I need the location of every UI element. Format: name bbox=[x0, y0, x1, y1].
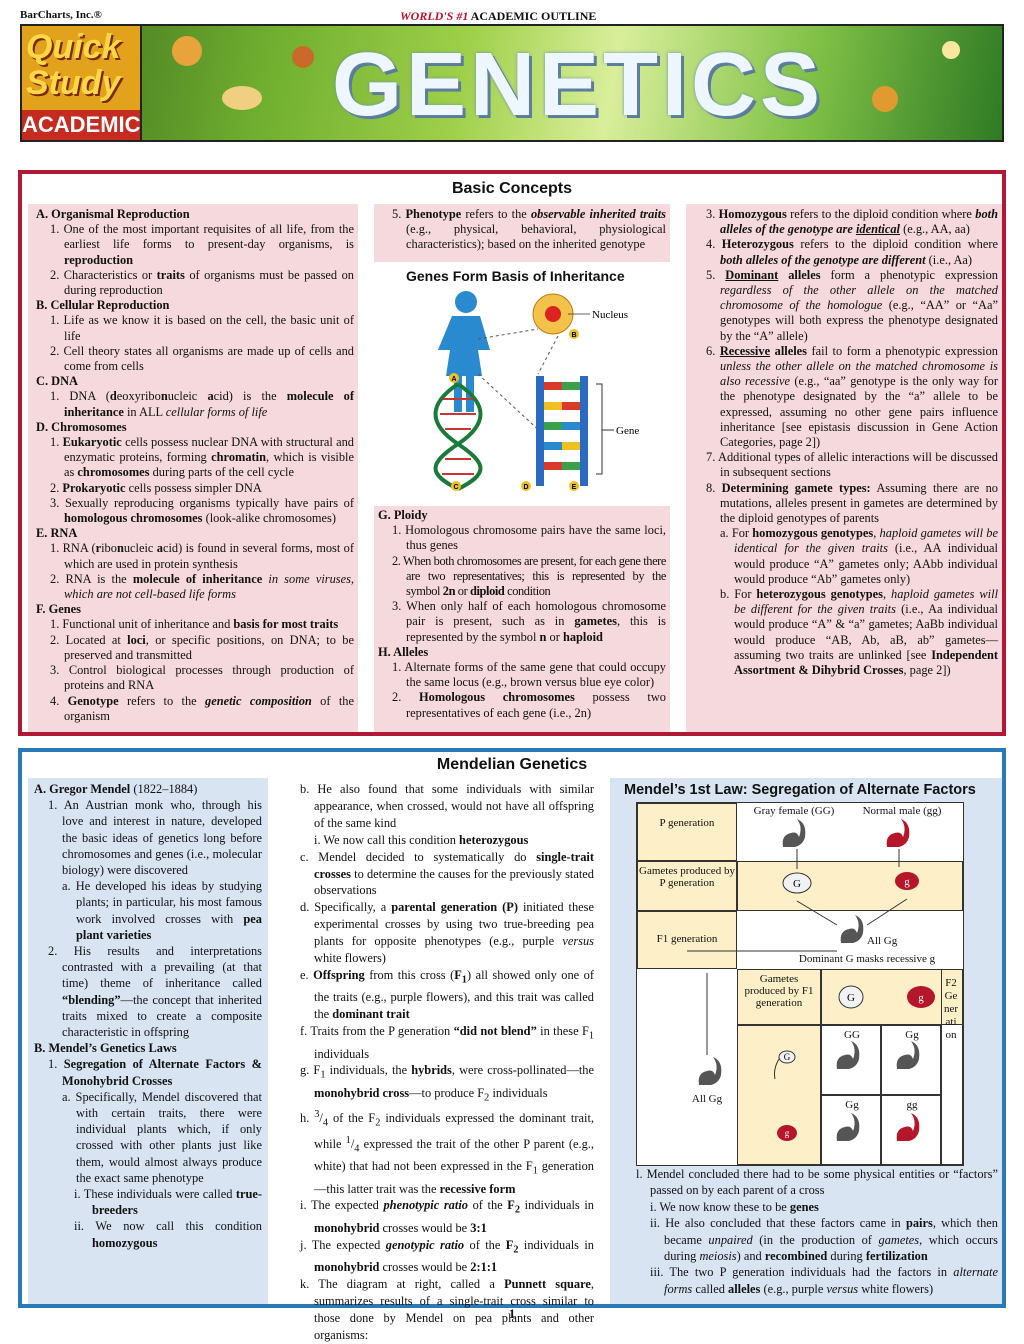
dna-ladder-icon bbox=[536, 376, 588, 486]
mendel-col-1: A. Gregor Mendel (1822–1884) 1. An Austr… bbox=[28, 778, 268, 1304]
logo-study: Study bbox=[26, 64, 121, 102]
nucleus-icon bbox=[545, 306, 561, 322]
squirrel-icon bbox=[896, 1041, 920, 1069]
inheritance-diagram: Nucleus Gene A bbox=[433, 291, 639, 491]
tagline-rest: ACADEMIC OUTLINE bbox=[468, 9, 597, 23]
squirrel-icon bbox=[840, 915, 864, 943]
sperm-g-label: G bbox=[784, 1052, 791, 1062]
gg-label-3: Gg bbox=[845, 1099, 859, 1111]
f1-gamete-g-icon bbox=[838, 985, 864, 1009]
gametes-f1-col bbox=[737, 1025, 821, 1165]
quickstudy-logo: Quick Study ACADEMIC bbox=[22, 26, 142, 140]
cell-art bbox=[872, 86, 898, 112]
punnett-cell-gg-1 bbox=[821, 1025, 881, 1095]
sperm-lower-g-label: g bbox=[785, 1128, 790, 1138]
mendelian-genetics-panel: Mendelian Genetics A. Gregor Mendel (182… bbox=[18, 748, 1006, 1342]
squirrel-icon bbox=[886, 819, 910, 847]
gamete-lower-g-icon bbox=[895, 872, 919, 890]
squirrel-icon bbox=[698, 1057, 722, 1085]
gg-label-1: GG bbox=[844, 1029, 860, 1041]
marker-a: A bbox=[451, 376, 456, 383]
marker-d: D bbox=[523, 484, 528, 491]
woman-icon bbox=[438, 316, 490, 412]
basic-col-2: 5. Phenotype refers to the observable in… bbox=[374, 204, 670, 732]
gametes-f1-cell bbox=[737, 969, 821, 1025]
punnett-square: P generation Gametes produced by P gener… bbox=[636, 802, 964, 1166]
gametes-p-label: Gametes produced by P generation bbox=[639, 865, 735, 889]
basic-concepts-panel: Basic Concepts A. Organismal Reproductio… bbox=[18, 170, 1006, 736]
f2-label-cell bbox=[941, 969, 963, 1165]
section-title: Mendelian Genetics bbox=[436, 756, 588, 773]
tagline-red: WORLD'S #1 bbox=[400, 9, 469, 23]
gametes-f1-label: Gametes produced by F1 generation bbox=[744, 973, 814, 1009]
basic-col-3: 3. Homozygous refers to the diploid cond… bbox=[686, 204, 1002, 732]
gamete-g-label: G bbox=[793, 878, 801, 890]
gametes-p-cell bbox=[637, 861, 737, 911]
sperm-g-icon bbox=[778, 1050, 796, 1064]
cell-art bbox=[222, 86, 262, 110]
all-gg-label-2: All Gg bbox=[691, 1093, 723, 1105]
gene-label: Gene bbox=[616, 425, 639, 437]
page-number: 1 bbox=[508, 1306, 516, 1321]
dominant-note: Dominant G masks recessive g bbox=[798, 953, 936, 965]
all-gg-label-1: All Gg bbox=[867, 935, 898, 947]
diagram-title: Genes Form Basis of Inheritance bbox=[406, 268, 625, 284]
cell-art bbox=[172, 36, 202, 66]
marker-b: B bbox=[571, 332, 576, 339]
gametes-row bbox=[737, 861, 963, 911]
normal-male-label: Normal male (gg) bbox=[862, 805, 942, 817]
col2-pink-bottom bbox=[374, 506, 670, 732]
mendel-col-3-text: l. Mendel concluded there had to be some… bbox=[636, 1167, 998, 1296]
punnett-cell-gg-3 bbox=[821, 1095, 881, 1165]
marker-e: E bbox=[572, 484, 577, 491]
cell-art bbox=[942, 41, 960, 59]
f1-gamete-g-label: G bbox=[847, 992, 855, 1004]
punnett-cell-gg-2 bbox=[881, 1025, 941, 1095]
gg-label-4: gg bbox=[906, 1099, 918, 1111]
squirrel-icon bbox=[836, 1113, 860, 1141]
cell-art bbox=[292, 46, 314, 68]
sperm-lower-g-icon bbox=[777, 1125, 797, 1141]
punnett-art: G g G g G g bbox=[687, 819, 935, 1141]
gamete-g-icon bbox=[782, 872, 812, 894]
punnett-cell-gg-4 bbox=[881, 1095, 941, 1165]
page-title: GENETICS bbox=[332, 35, 825, 135]
basic-col-1: A. Organismal Reproduction 1. One of the… bbox=[28, 204, 358, 732]
col2-pink-top bbox=[374, 204, 670, 262]
f1-gen-label: F1 generation bbox=[656, 933, 718, 945]
p-generation-cell bbox=[637, 803, 737, 861]
gg-label-2: Gg bbox=[905, 1029, 919, 1041]
tagline: WORLD'S #1 ACADEMIC OUTLINE bbox=[400, 9, 596, 24]
f1-gamete-lower-g-label: g bbox=[918, 992, 924, 1004]
woman-head bbox=[455, 291, 477, 313]
section-title: Basic Concepts bbox=[451, 180, 573, 197]
f1-generation-cell bbox=[637, 911, 737, 969]
f2-generation-label: F2 Generation bbox=[943, 977, 959, 1041]
gamete-lower-g-label: g bbox=[904, 876, 910, 888]
gray-female-label: Gray female (GG) bbox=[753, 805, 835, 817]
f1-gamete-lower-g-icon bbox=[907, 986, 935, 1008]
marker-c: C bbox=[453, 484, 458, 491]
law-title: Mendel’s 1st Law: Segregation of Alterna… bbox=[624, 782, 976, 798]
squirrel-icon bbox=[836, 1041, 860, 1069]
logo-academic: ACADEMIC bbox=[22, 110, 141, 140]
nucleus-label: Nucleus bbox=[592, 309, 628, 321]
p-gen-label: P generation bbox=[659, 817, 715, 829]
squirrel-icon bbox=[782, 819, 806, 847]
title-banner: Quick Study ACADEMIC GENETICS bbox=[20, 24, 1004, 142]
squirrel-icon bbox=[896, 1113, 920, 1141]
publisher-name: BarCharts, Inc.® bbox=[20, 9, 102, 21]
mendel-col-2: b. He also found that some individuals w… bbox=[300, 782, 595, 1342]
logo-quick: Quick bbox=[26, 28, 121, 66]
